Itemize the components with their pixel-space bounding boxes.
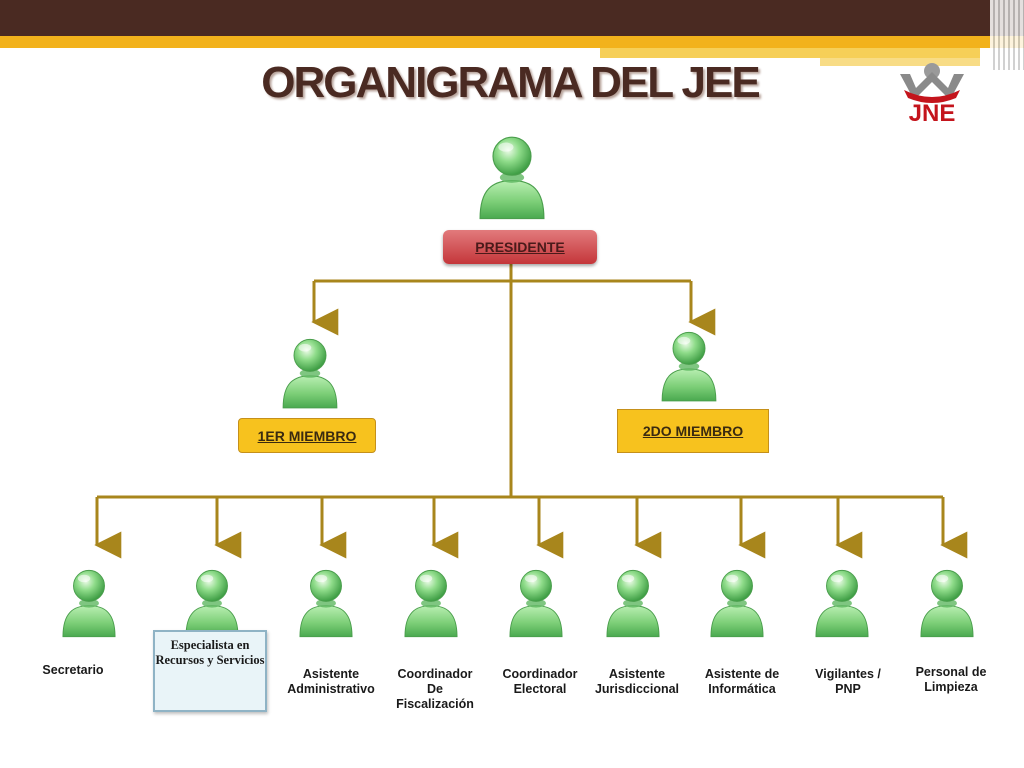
coordinador-electoral-label: Coordinador Electoral	[502, 667, 578, 696]
secretario-label: Secretario	[42, 663, 104, 677]
secretario-person-icon	[58, 562, 120, 642]
personal-limpieza-label: Personal de Limpieza	[915, 665, 987, 694]
jne-logo: JNE	[892, 60, 972, 127]
miembro1-person-icon	[278, 332, 342, 412]
miembro2-box: 2DO MIEMBRO	[617, 409, 769, 453]
asistente-informatica-label: Asistente de Informática	[704, 667, 780, 696]
especialista-label: Especialista en Recursos y Servicios	[155, 638, 265, 667]
presidente-label: PRESIDENTE	[475, 239, 565, 255]
miembro2-person-icon	[657, 325, 721, 405]
jne-emblem-icon	[900, 63, 964, 103]
asistente-administrativo-label: Asistente Administrativo	[287, 667, 375, 696]
personal-limpieza-person-icon	[916, 562, 978, 642]
asistente-informatica-person-icon	[706, 562, 768, 642]
header-edge-stripes	[990, 0, 1024, 70]
vigilantes-pnp-person-icon	[811, 562, 873, 642]
jne-logo-text: JNE	[908, 100, 956, 127]
asistente-administrativo-person-icon	[295, 562, 357, 642]
header-band	[0, 0, 1024, 36]
vigilantes-pnp-label: Vigilantes / PNP	[815, 667, 881, 696]
coordinador-fiscalizacion-person-icon	[400, 562, 462, 642]
miembro1-box: 1ER MIEMBRO	[238, 418, 376, 453]
asistente-jurisdiccional-person-icon	[602, 562, 664, 642]
header-gold-band-secondary	[600, 48, 980, 58]
coordinador-electoral-person-icon	[505, 562, 567, 642]
miembro2-label: 2DO MIEMBRO	[642, 423, 744, 439]
coordinador-fiscalizacion-label: Coordinador De Fiscalización	[396, 667, 474, 711]
page-title: ORGANIGRAMA DEL JEE	[261, 58, 760, 107]
presidente-box: PRESIDENTE	[443, 230, 597, 264]
header-gold-band-tertiary	[820, 58, 980, 66]
header-gold-band	[0, 36, 1024, 48]
asistente-jurisdiccional-label: Asistente Jurisdiccional	[594, 667, 680, 696]
presidente-person-icon	[474, 128, 550, 224]
especialista-box: Especialista en Recursos y Servicios	[153, 630, 267, 712]
miembro1-label: 1ER MIEMBRO	[257, 427, 357, 444]
